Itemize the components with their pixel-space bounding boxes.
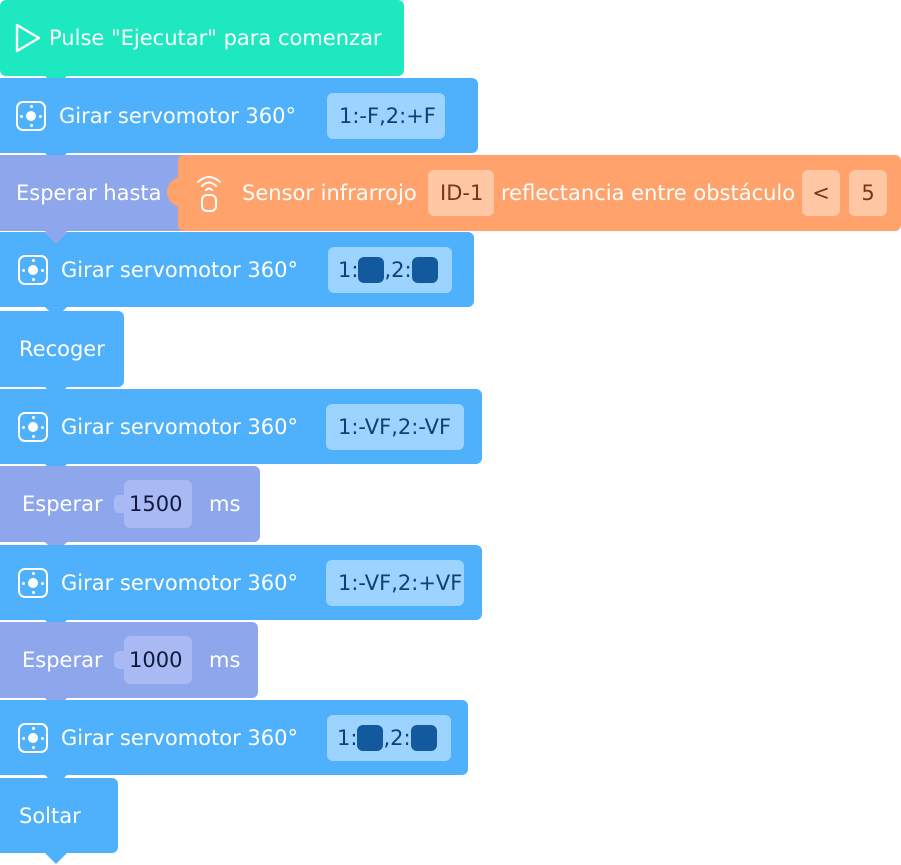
infrared-sensor-icon	[194, 173, 224, 213]
servo-param-field[interactable]: 1:-VF,2:-VF	[326, 403, 464, 450]
sensor-value-field[interactable]: 5	[849, 170, 887, 216]
servo-param-field[interactable]: 1:-VF,2:+VF	[326, 559, 464, 606]
servo-2-label: ,2:	[383, 725, 411, 750]
wait-block-2[interactable]: Esperar 1000 ms	[0, 622, 258, 709]
servo-param-field[interactable]: 1:-F,2:+F	[327, 92, 445, 139]
comparison-operator-dropdown[interactable]: <	[802, 170, 840, 216]
servo-block-label: Girar servomotor 360°	[59, 103, 296, 128]
wait-until-block[interactable]: Esperar hasta	[0, 155, 190, 242]
wait-unit-label: ms	[209, 492, 241, 516]
servo-block-3[interactable]: Girar servomotor 360° 1:-VF,2:-VF	[0, 389, 482, 475]
sensor-id-field[interactable]: ID-1	[428, 170, 494, 216]
servo-param-field[interactable]: 1: ,2:	[327, 714, 451, 761]
sensor-label: Sensor infrarrojo	[242, 181, 417, 205]
servo-block-2[interactable]: Girar servomotor 360° 1: ,2:	[0, 232, 474, 318]
soltar-block[interactable]: Soltar	[0, 778, 118, 864]
infrared-sensor-block[interactable]: Sensor infrarrojo ID-1 reflectancia entr…	[167, 155, 901, 231]
wait-unit-label: ms	[209, 648, 241, 672]
servo-block-label: Girar servomotor 360°	[61, 414, 298, 439]
servo-block-label: Girar servomotor 360°	[61, 570, 298, 595]
play-icon	[14, 23, 42, 53]
soltar-label: Soltar	[19, 803, 81, 828]
sensor-measure-label: reflectancia entre obstáculo	[501, 181, 796, 205]
servo-block-label: Girar servomotor 360°	[61, 257, 298, 282]
servo-block-5[interactable]: Girar servomotor 360° 1: ,2:	[0, 700, 468, 786]
wait-block-1[interactable]: Esperar 1500 ms	[0, 466, 260, 553]
servo-icon	[18, 722, 48, 753]
servo-block-1[interactable]: Girar servomotor 360° 1:-F,2:+F	[0, 78, 478, 164]
servo-2-label: ,2:	[384, 257, 412, 282]
servo-block-label: Girar servomotor 360°	[61, 725, 298, 750]
wait-value-field[interactable]: 1500	[124, 480, 192, 528]
recoger-block[interactable]: Recoger	[0, 311, 124, 398]
recoger-label: Recoger	[19, 337, 105, 361]
wait-label: Esperar	[22, 492, 103, 516]
wait-value-field[interactable]: 1000	[124, 636, 192, 684]
servo-2-color-swatch[interactable]	[410, 724, 437, 751]
servo-1-label: 1:	[338, 257, 359, 282]
wait-until-label: Esperar hasta	[16, 181, 162, 205]
servo-icon	[16, 100, 46, 131]
start-block[interactable]: Pulse "Ejecutar" para comenzar	[0, 0, 404, 87]
servo-2-color-swatch[interactable]	[411, 256, 438, 283]
servo-1-color-swatch[interactable]	[358, 256, 385, 283]
servo-icon	[18, 567, 48, 598]
servo-icon	[18, 254, 48, 285]
sensor-connector	[167, 177, 189, 207]
wait-label: Esperar	[22, 648, 103, 672]
start-block-label: Pulse "Ejecutar" para comenzar	[49, 26, 382, 50]
servo-icon	[18, 411, 48, 442]
servo-param-field[interactable]: 1: ,2:	[328, 246, 452, 293]
servo-1-label: 1:	[337, 725, 358, 750]
servo-block-4[interactable]: Girar servomotor 360° 1:-VF,2:+VF	[0, 545, 482, 631]
servo-1-color-swatch[interactable]	[357, 724, 384, 751]
